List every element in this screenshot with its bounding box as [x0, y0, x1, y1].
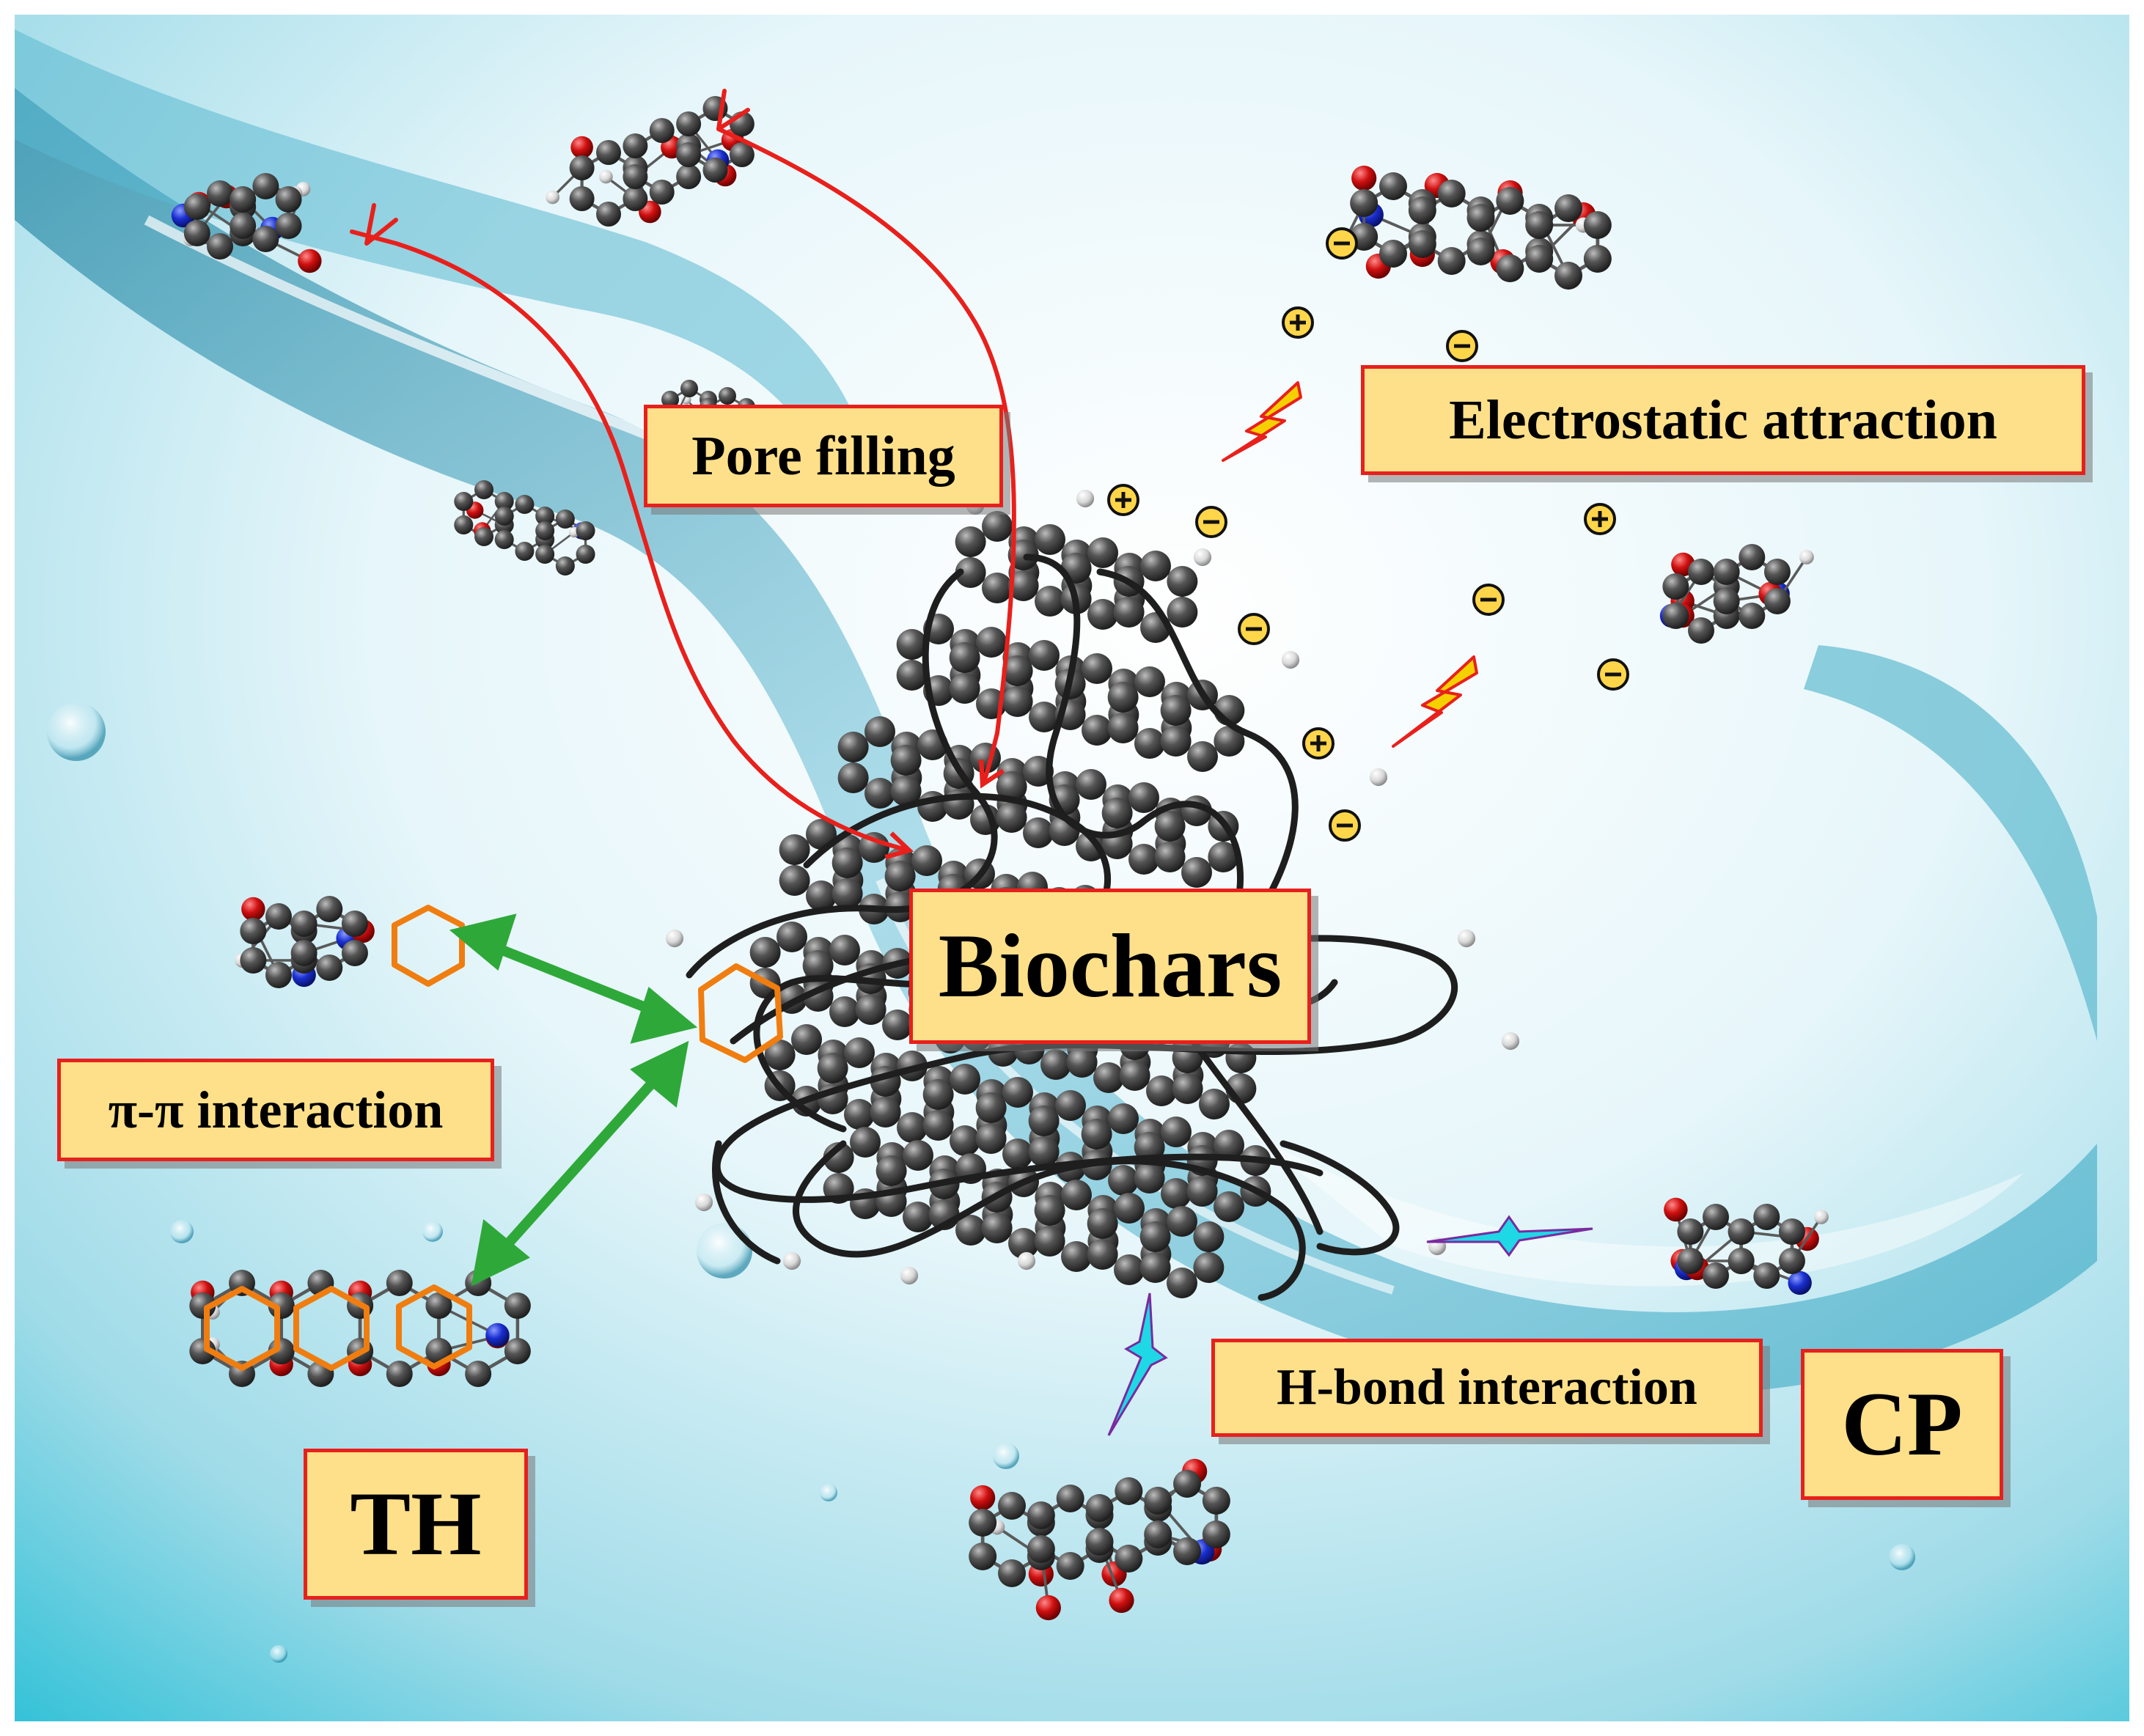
charge-symbols: [1107, 227, 1629, 842]
th-ring-3: [396, 1284, 472, 1369]
electrostatic-attraction-label: Electrostatic attraction: [1361, 365, 2085, 475]
minus-charge-icon: [1195, 506, 1227, 538]
plus-charge-icon: [1584, 503, 1616, 535]
cp-molecule-left: [235, 896, 375, 988]
cp-aromatic-ring: [392, 905, 465, 987]
cp-molecule-faint-2: [454, 480, 595, 575]
th-ring-1: [204, 1286, 280, 1371]
plus-charge-icon: [1302, 727, 1335, 760]
th-molecule-top: [546, 96, 755, 227]
pore-filling-arrows: [350, 89, 1016, 860]
plus-charge-icon: [1107, 484, 1139, 516]
th-molecule-top-right: [1329, 165, 1612, 290]
h-bond-interaction-label: H-bond interaction: [1211, 1339, 1763, 1437]
biochars-label: Biochars: [909, 889, 1311, 1044]
four-point-star-icon: [1107, 1215, 1593, 1436]
th-molecule-bottom: [969, 1458, 1230, 1621]
th-label: TH: [304, 1449, 528, 1600]
cp-molecule-top-left: [171, 173, 322, 273]
minus-charge-icon: [1329, 809, 1361, 842]
th-ring-2: [293, 1286, 370, 1371]
minus-charge-icon: [1597, 658, 1629, 691]
pore-arrow-left: [350, 229, 914, 860]
minus-charge-icon: [1238, 613, 1270, 645]
pore-filling-label: Pore filling: [644, 405, 1003, 507]
cp-molecule-right: [1659, 544, 1814, 644]
pore-arrow-right: [716, 127, 1016, 789]
cp-label: CP: [1801, 1349, 2003, 1500]
minus-charge-icon: [1446, 330, 1478, 362]
pi-pi-arrows: [449, 913, 698, 1287]
aromatic-rings: [204, 905, 783, 1371]
plus-charge-icon: [1282, 306, 1314, 339]
lightning-bolt-icon: [1222, 381, 1478, 748]
minus-charge-icon: [1326, 227, 1358, 260]
biochar-aromatic-ring: [698, 963, 783, 1063]
pi-pi-interaction-label: π-π interaction: [57, 1059, 494, 1161]
cp-molecule-bottom-right: [1664, 1197, 1829, 1295]
minus-charge-icon: [1472, 584, 1505, 616]
water-background: [15, 15, 2129, 1721]
